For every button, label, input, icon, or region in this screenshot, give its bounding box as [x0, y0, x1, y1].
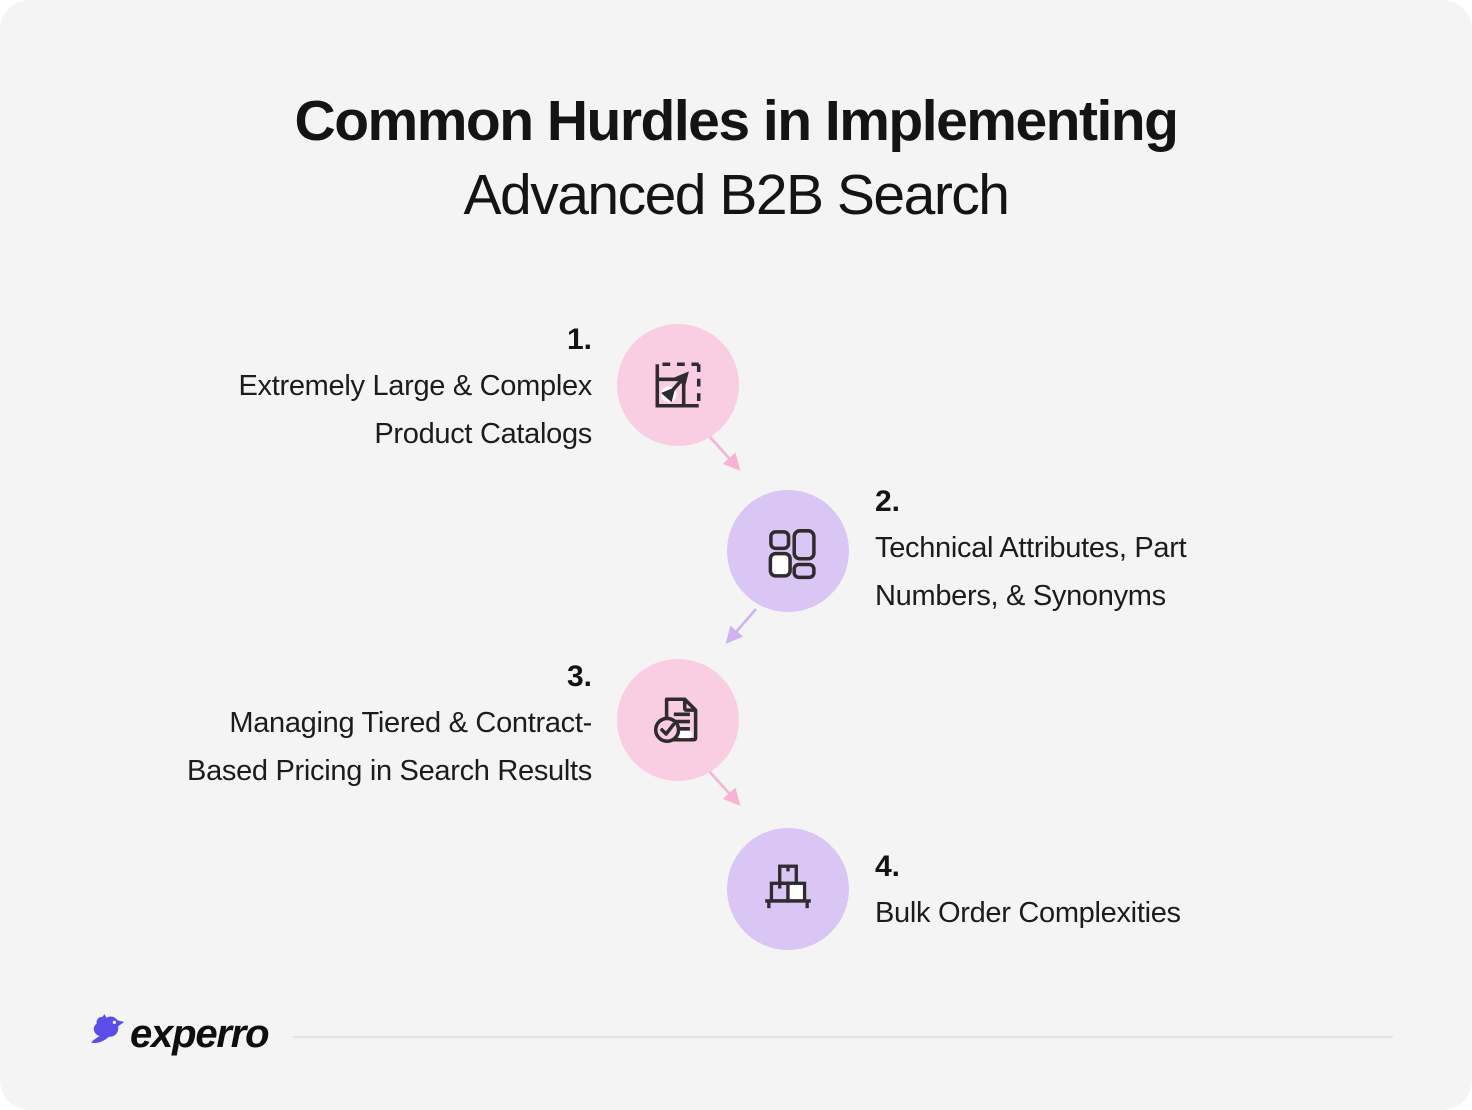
experro-bird-icon [91, 1014, 125, 1044]
step-4-text: 4. Bulk Order Complexities [875, 852, 1181, 937]
step-2-text: 2. Technical Attributes, Part Numbers, &… [875, 485, 1187, 620]
brand-logo: experro [88, 1008, 270, 1060]
page-title: Common Hurdles in Implementing Advanced … [0, 84, 1472, 232]
component-grid-icon [768, 529, 816, 580]
step-3-circle [617, 659, 739, 781]
page-title-line2: Advanced B2B Search [463, 163, 1010, 227]
step-2-circle [727, 490, 849, 612]
step-1-number: 1. [566, 323, 592, 356]
brand-name: experro [130, 1011, 270, 1056]
step-1-label-line1: Extremely Large & Complex [238, 370, 592, 402]
arrow-step1-to-step2 [708, 435, 741, 471]
step-3-label-line2: Based Pricing in Search Results [187, 755, 592, 787]
page-title-line1: Common Hurdles in Implementing [294, 89, 1179, 153]
step-2-label-line2: Numbers, & Synonyms [875, 580, 1166, 612]
step-3-number: 3. [566, 660, 592, 693]
document-check-icon [653, 697, 698, 743]
step-1-label-line2: Product Catalogs [374, 418, 592, 450]
step-4-number: 4. [875, 850, 901, 883]
stacked-boxes-icon [765, 864, 811, 909]
step-2-label-line1: Technical Attributes, Part [875, 532, 1187, 564]
step-3-text: 3. Managing Tiered & Contract- Based Pri… [187, 662, 592, 795]
expand-resize-icon [655, 362, 701, 408]
step-3-label-line1: Managing Tiered & Contract- [229, 707, 592, 739]
step-4-label-line1: Bulk Order Complexities [875, 897, 1181, 929]
step-1-text: 1. Extremely Large & Complex Product Cat… [238, 325, 592, 458]
step-4-circle [727, 828, 849, 950]
arrow-step3-to-step4 [708, 770, 741, 806]
step-2-number: 2. [875, 485, 901, 518]
step-1-circle [617, 324, 739, 446]
arrow-step2-to-step3 [725, 608, 757, 644]
footer-divider [293, 1036, 1393, 1038]
